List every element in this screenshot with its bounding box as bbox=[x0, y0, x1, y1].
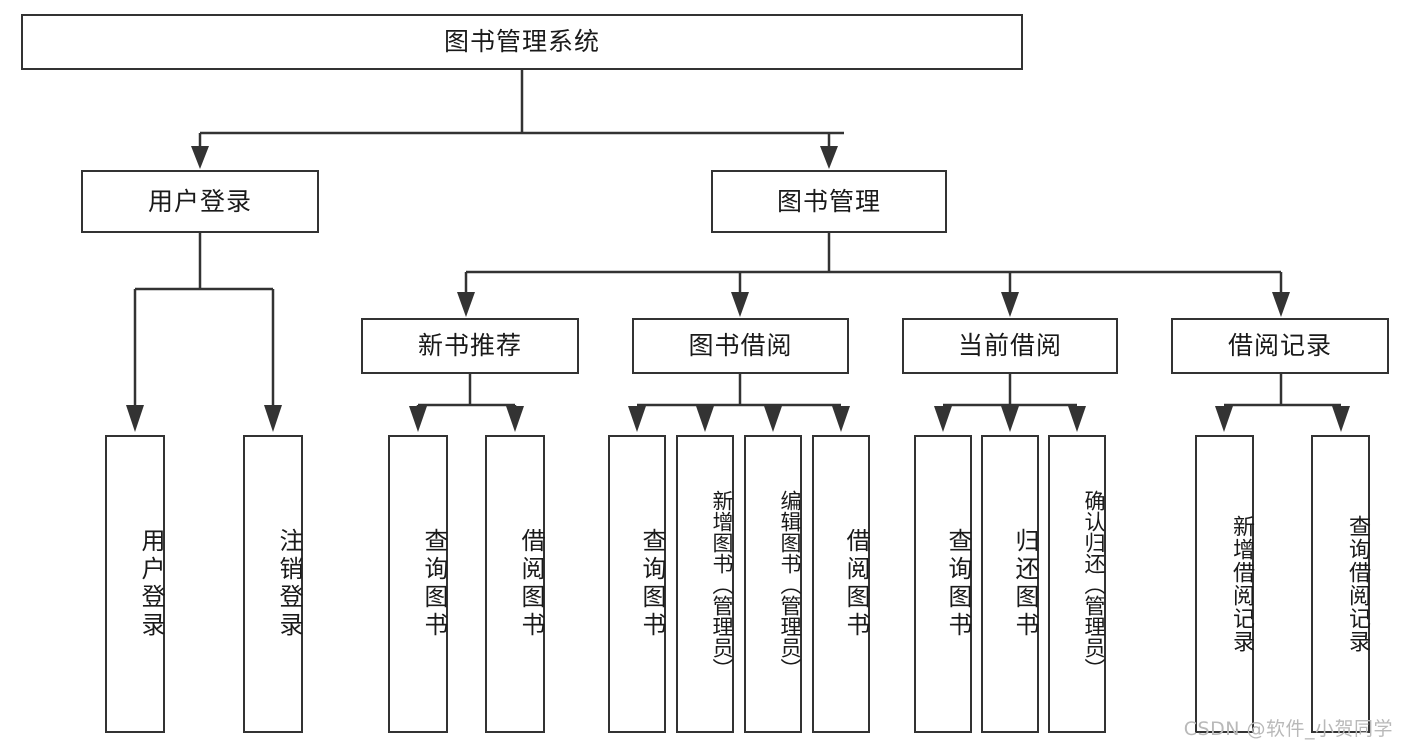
node-user-login[interactable]: 用户登录 bbox=[81, 170, 319, 233]
node-borrow-record[interactable]: 借阅记录 bbox=[1171, 318, 1389, 374]
leaf-borrow-record-query-record[interactable]: 查询借阅记录 bbox=[1311, 435, 1370, 733]
leaf-borrow-record-add-record[interactable]: 新增借阅记录 bbox=[1195, 435, 1254, 733]
leaf-new-book-borrow-book[interactable]: 借阅图书 bbox=[485, 435, 545, 733]
node-book-management[interactable]: 图书管理 bbox=[711, 170, 947, 233]
leaf-book-borrow-edit-book-admin[interactable]: 编辑图书（管理员） bbox=[744, 435, 802, 733]
leaf-book-borrow-add-book-admin[interactable]: 新增图书（管理员） bbox=[676, 435, 734, 733]
node-root-book-management-system[interactable]: 图书管理系统 bbox=[21, 14, 1023, 70]
node-current-borrow[interactable]: 当前借阅 bbox=[902, 318, 1118, 374]
node-book-borrow[interactable]: 图书借阅 bbox=[632, 318, 849, 374]
leaf-new-book-query-book[interactable]: 查询图书 bbox=[388, 435, 448, 733]
leaf-book-borrow-borrow-book[interactable]: 借阅图书 bbox=[812, 435, 870, 733]
leaf-current-borrow-return-book[interactable]: 归还图书 bbox=[981, 435, 1039, 733]
leaf-user-login-login[interactable]: 用户登录 bbox=[105, 435, 165, 733]
csdn-watermark: CSDN @软件_小贺同学 bbox=[1183, 718, 1393, 740]
leaf-current-borrow-query-book[interactable]: 查询图书 bbox=[914, 435, 972, 733]
leaf-user-login-logout[interactable]: 注销登录 bbox=[243, 435, 303, 733]
node-new-book-recommend[interactable]: 新书推荐 bbox=[361, 318, 579, 374]
leaf-book-borrow-query-book[interactable]: 查询图书 bbox=[608, 435, 666, 733]
leaf-current-borrow-confirm-return-admin[interactable]: 确认归还（管理员） bbox=[1048, 435, 1106, 733]
